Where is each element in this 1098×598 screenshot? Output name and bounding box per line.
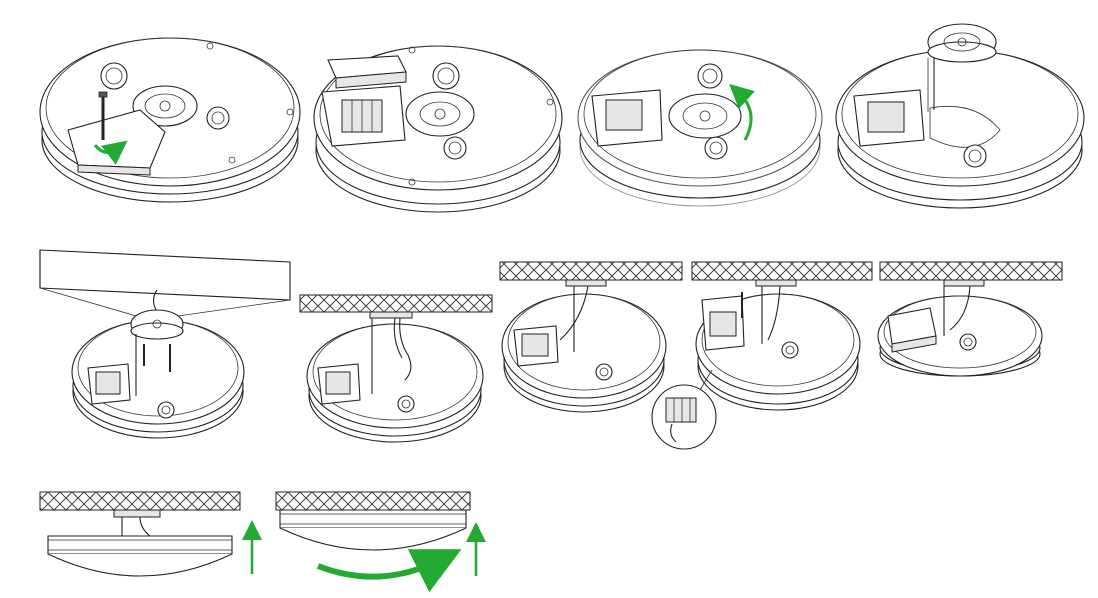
step-11-twist-to-lock xyxy=(275,491,486,593)
terminal-cover xyxy=(67,109,166,176)
mounting-plate xyxy=(130,309,184,340)
step-10-lift-to-ceiling xyxy=(39,491,262,577)
ceiling-beam xyxy=(39,249,291,321)
terminal-block xyxy=(317,363,361,405)
rotate-arrow-icon xyxy=(729,83,755,141)
ceiling-hatch xyxy=(275,491,471,511)
step-1-unscrew-cover xyxy=(39,37,301,203)
ceiling-hatch xyxy=(499,261,683,281)
terminal-block xyxy=(321,85,406,147)
ceiling-hatch xyxy=(691,261,873,281)
mounting-plate-lifted xyxy=(927,23,997,63)
step-4-remove-mounting-plate xyxy=(835,23,1085,209)
step-3-rotate-mounting-plate xyxy=(577,49,823,207)
curved-arrow-icon xyxy=(316,549,462,593)
terminal-block xyxy=(853,89,925,147)
zoom-inset-icon xyxy=(651,369,717,450)
step-8-close-terminal-cover xyxy=(651,261,873,450)
terminal-cover-closed xyxy=(887,307,937,353)
terminal-cover-open xyxy=(327,55,407,89)
screw-icon xyxy=(143,344,171,372)
screw-icon xyxy=(98,91,108,140)
step-5-fix-plate-to-ceiling xyxy=(39,249,291,439)
step-9-wiring-done xyxy=(877,261,1063,377)
ceiling-hatch xyxy=(879,261,1063,281)
terminal-block xyxy=(591,89,663,147)
mounting-plate xyxy=(668,93,742,139)
mounting-plate xyxy=(405,91,475,137)
ceiling-hatch xyxy=(299,294,493,313)
mounting-plate xyxy=(132,85,198,127)
light-fixture-side xyxy=(47,535,233,577)
rotate-arrow-icon xyxy=(93,140,128,165)
ceiling-hatch xyxy=(39,491,241,511)
terminal-block xyxy=(513,325,559,367)
step-7-connect-wires xyxy=(499,261,683,413)
step-2-open-terminal-cover xyxy=(313,45,563,213)
terminal-block xyxy=(701,295,745,351)
step-6-plate-mounted xyxy=(299,294,493,443)
light-fixture-side xyxy=(279,509,467,551)
terminal-block xyxy=(87,363,131,405)
